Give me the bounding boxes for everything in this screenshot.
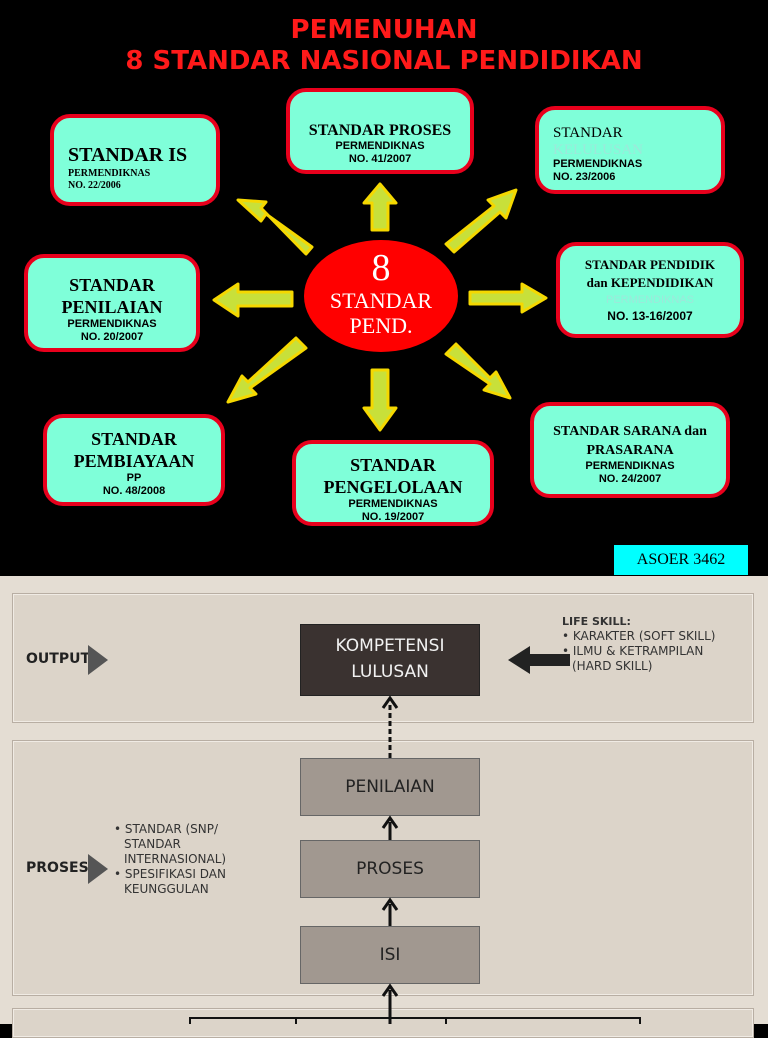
box-standar-pengelolaan: STANDAR PENGELOLAAN PERMENDIKNAS NO. 19/… (292, 440, 494, 526)
standar-isi-sub1: PERMENDIKNAS (68, 168, 151, 179)
standar-penilaian-name1: STANDAR (69, 275, 155, 295)
standar-pendidik-name2: dan KEPENDIDIKAN (586, 275, 714, 290)
arrow-down-left (226, 336, 308, 404)
penilaian-box: PENILAIAN (300, 758, 480, 816)
standar-isi-name: STANDAR IS (68, 144, 188, 166)
standar-pembiayaan-name1: STANDAR (91, 429, 177, 449)
standar-sarana-sub2: NO. 24/2007 (598, 473, 662, 485)
arrow-right (468, 282, 548, 314)
proses-detail-item: INTERNASIONAL) (124, 852, 227, 866)
standar-pembiayaan-sub1: PP (126, 472, 142, 484)
arrow-left (212, 282, 294, 318)
standar-kelulusan-faint: KELULUSAN (553, 142, 643, 158)
standar-pengelolaan-name2: PENGELOLAAN (323, 477, 463, 497)
standar-penilaian-name2: PENILAIAN (61, 297, 163, 317)
proses-detail-list: • STANDAR (SNP/ STANDAR INTERNASIONAL) •… (114, 822, 226, 897)
slide-flow-diagram: OUTPUT PROSES KOMPETENSI LULUSAN PENILAI… (0, 576, 768, 1038)
center-8-standar-ellipse: 8 STANDAR PEND. (304, 240, 458, 352)
input-table-top (189, 1017, 641, 1024)
slide-title-line1: PEMENUHAN (290, 15, 478, 45)
arrow-up-right (444, 188, 518, 254)
slide-8-standar: PEMENUHAN 8 STANDAR NASIONAL PENDIDIKAN … (24, 15, 748, 575)
standar-kelulusan-name: STANDAR (553, 125, 623, 141)
box-standar-pendidik: STANDAR PENDIDIK dan KEPENDIDIKAN PERMEN… (556, 242, 744, 338)
arrow-up (362, 182, 398, 232)
life-skill-item: • ILMU & KETRAMPILAN (562, 644, 704, 658)
footer-asoer-label: ASOER 3462 (614, 545, 748, 575)
center-label2: PEND. (349, 313, 413, 338)
arrow-up-left (236, 198, 314, 256)
standar-penilaian-sub2: NO. 20/2007 (80, 331, 144, 343)
standar-sarana-name1: STANDAR SARANA dan (553, 424, 707, 439)
arrow-down-right (444, 342, 512, 400)
standar-pendidik-faint: PERMENDIKNAS (605, 294, 695, 306)
standar-kelulusan-sub2: NO. 23/2006 (553, 171, 616, 183)
box-standar-penilaian: STANDAR PENILAIAN PERMENDIKNAS NO. 20/20… (24, 254, 200, 352)
proses-triangle-icon (88, 854, 108, 884)
standar-isi-sub2: NO. 22/2006 (68, 180, 121, 191)
proses-detail-item: STANDAR (124, 837, 181, 851)
output-label: OUTPUT (26, 651, 90, 667)
isi-box: ISI (300, 926, 480, 984)
box-standar-pembiayaan: STANDAR PEMBIAYAAN PP NO. 48/2008 (43, 414, 225, 506)
standar-proses-sub1: PERMENDIKNAS (335, 140, 425, 152)
life-skill-list: LIFE SKILL: • KARAKTER (SOFT SKILL) • IL… (562, 614, 715, 674)
center-label1: STANDAR (329, 288, 433, 313)
radial-arrows (212, 182, 548, 432)
life-skill-item: (HARD SKILL) (572, 659, 653, 673)
box-standar-proses: STANDAR PROSES PERMENDIKNAS NO. 41/2007 (286, 88, 474, 174)
standar-proses-sub2: NO. 41/2007 (348, 153, 412, 165)
life-skill-title: LIFE SKILL: (562, 615, 631, 628)
standar-pengelolaan-sub1: PERMENDIKNAS (348, 498, 438, 510)
center-number: 8 (371, 247, 391, 289)
standar-kelulusan-sub1: PERMENDIKNAS (553, 158, 643, 170)
standar-sarana-sub1: PERMENDIKNAS (585, 460, 675, 472)
standar-pembiayaan-sub2: NO. 48/2008 (102, 485, 166, 497)
standar-pengelolaan-name1: STANDAR (350, 455, 436, 475)
kompetensi-line1: KOMPETENSI (335, 636, 445, 656)
standar-penilaian-sub1: PERMENDIKNAS (67, 318, 157, 330)
life-skill-arrow (508, 646, 570, 674)
proses-detail-item: • STANDAR (SNP/ (114, 822, 219, 836)
box-standar-kelulusan: STANDAR KELULUSAN PERMENDIKNAS NO. 23/20… (535, 106, 725, 194)
standar-pembiayaan-name2: PEMBIAYAAN (73, 451, 195, 471)
box-standar-sarana: STANDAR SARANA dan PRASARANA PERMENDIKNA… (530, 402, 730, 498)
standar-pendidik-sub2: NO. 13-16/2007 (607, 309, 693, 323)
proses-detail-item: • SPESIFIKASI DAN (114, 867, 226, 881)
arrow-down (362, 368, 398, 432)
standar-pendidik-name1: STANDAR PENDIDIK (584, 257, 716, 272)
kompetensi-line2: LULUSAN (351, 662, 429, 682)
output-triangle-icon (88, 645, 108, 675)
standar-sarana-name2: PRASARANA (586, 443, 674, 458)
standar-proses-name: STANDAR PROSES (308, 122, 452, 139)
slide-title-line2: 8 STANDAR NASIONAL PENDIDIKAN (125, 46, 643, 76)
box-standar-isi: STANDAR IS PERMENDIKNAS NO. 22/2006 (50, 114, 220, 206)
life-skill-item: • KARAKTER (SOFT SKILL) (562, 629, 716, 643)
proses-detail-item: KEUNGGULAN (124, 882, 209, 896)
standar-pengelolaan-sub2: NO. 19/2007 (361, 511, 425, 523)
flow-connectors (189, 646, 641, 1024)
proses-label: PROSES (26, 860, 89, 876)
proses-box: PROSES (300, 840, 480, 898)
